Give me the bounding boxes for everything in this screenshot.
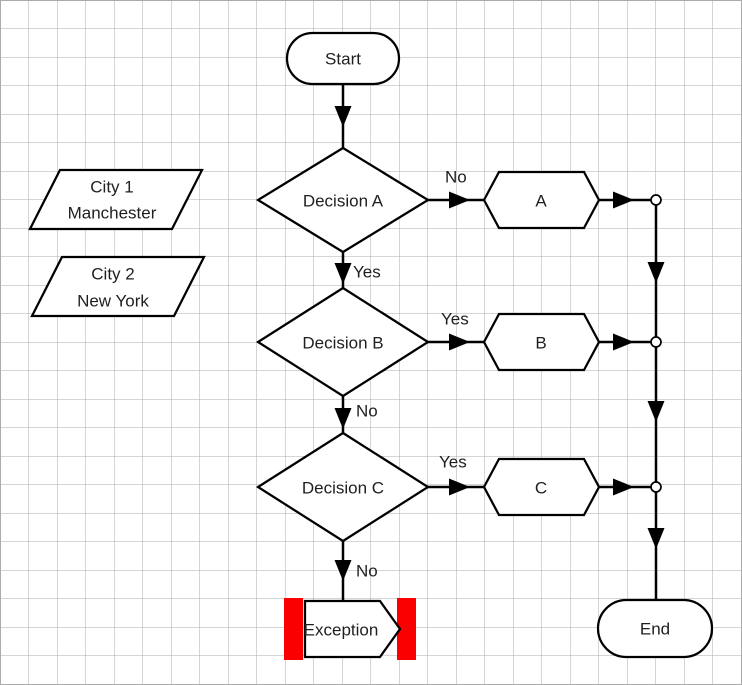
connector-process-c-to-junction-c[interactable] bbox=[599, 478, 651, 496]
node-process-c[interactable]: C bbox=[482, 457, 601, 517]
city-1-parallelogram-shape[interactable] bbox=[28, 168, 204, 231]
junction-dot-c bbox=[650, 481, 662, 493]
node-process-b[interactable]: B bbox=[482, 312, 601, 372]
edge-label-decision-b-no: No bbox=[356, 402, 378, 421]
decision-c-label: Decision C bbox=[302, 479, 384, 498]
exception-label: Exception bbox=[304, 621, 379, 640]
arrowhead-right-icon bbox=[613, 478, 634, 496]
arrowhead-right-icon bbox=[449, 333, 470, 351]
decision-b-label: Decision B bbox=[302, 334, 383, 353]
exception-right-red-bar bbox=[397, 598, 416, 660]
end-terminator-shape[interactable] bbox=[596, 598, 714, 659]
edge-label-decision-a-no: No bbox=[445, 168, 467, 187]
start-label: Start bbox=[325, 50, 361, 69]
city-2-parallelogram-shape[interactable] bbox=[30, 255, 206, 318]
edge-label-decision-c-yes: Yes bbox=[439, 453, 467, 472]
end-label: End bbox=[640, 620, 670, 639]
arrowhead-down-icon bbox=[647, 262, 665, 283]
decision-b-diamond-shape[interactable] bbox=[255, 286, 431, 398]
decision-a-label: Decision A bbox=[303, 192, 384, 211]
connector-decision-c-to-process-c[interactable]: Yes bbox=[428, 453, 484, 496]
node-decision-b[interactable]: Decision B bbox=[255, 286, 431, 398]
connector-process-a-to-junction-a[interactable] bbox=[599, 191, 651, 209]
process-a-label: A bbox=[535, 192, 547, 211]
process-c-label: C bbox=[535, 479, 547, 498]
connector-decision-b-to-process-b[interactable]: Yes bbox=[428, 310, 484, 351]
node-start[interactable]: Start bbox=[285, 31, 401, 86]
node-city-1[interactable]: City 1 Manchester bbox=[28, 168, 204, 231]
city-2-value: New York bbox=[77, 292, 149, 311]
connector-decision-c-to-exception[interactable]: No bbox=[334, 541, 378, 601]
arrowhead-down-icon bbox=[334, 408, 352, 429]
connector-junction-a-to-junction-b[interactable] bbox=[647, 205, 665, 337]
arrowhead-down-icon bbox=[334, 263, 352, 284]
node-exception[interactable]: Exception bbox=[284, 598, 416, 660]
arrowhead-right-icon bbox=[613, 191, 634, 209]
edge-label-decision-c-no: No bbox=[356, 562, 378, 581]
junction-dot-a bbox=[650, 194, 662, 206]
start-terminator-shape[interactable] bbox=[285, 31, 401, 86]
arrowhead-down-icon bbox=[647, 528, 665, 549]
process-b-hexagon-shape[interactable] bbox=[482, 312, 601, 372]
arrowhead-down-icon bbox=[647, 401, 665, 422]
city-1-value: Manchester bbox=[68, 204, 157, 223]
node-end[interactable]: End bbox=[596, 598, 714, 659]
connector-decision-b-to-decision-c[interactable]: No bbox=[334, 396, 378, 433]
node-decision-c[interactable]: Decision C bbox=[255, 431, 431, 543]
node-city-2[interactable]: City 2 New York bbox=[30, 255, 206, 318]
arrowhead-right-icon bbox=[449, 191, 470, 209]
process-b-label: B bbox=[535, 334, 546, 353]
arrowhead-right-icon bbox=[449, 478, 470, 496]
edge-label-decision-b-yes: Yes bbox=[441, 310, 469, 329]
exception-left-red-bar bbox=[284, 598, 303, 660]
exception-pentagon-shape[interactable] bbox=[303, 599, 402, 659]
connector-decision-a-to-decision-b[interactable]: Yes bbox=[334, 252, 381, 288]
city-1-title: City 1 bbox=[90, 178, 133, 197]
junction-dot-b bbox=[650, 336, 662, 348]
node-decision-a[interactable]: Decision A bbox=[255, 146, 431, 254]
connector-junction-b-to-junction-c[interactable] bbox=[647, 347, 665, 482]
connector-decision-a-to-process-a[interactable]: No bbox=[428, 168, 484, 209]
arrowhead-down-icon bbox=[334, 106, 352, 127]
decision-a-diamond-shape[interactable] bbox=[255, 146, 431, 254]
city-2-title: City 2 bbox=[91, 265, 134, 284]
arrowhead-right-icon bbox=[613, 333, 634, 351]
decision-c-diamond-shape[interactable] bbox=[255, 431, 431, 543]
edge-label-decision-a-yes: Yes bbox=[353, 263, 381, 282]
connector-start-to-decision-a[interactable] bbox=[334, 84, 352, 148]
connector-junction-c-to-end[interactable] bbox=[647, 492, 665, 600]
connector-process-b-to-junction-b[interactable] bbox=[599, 333, 651, 351]
process-a-hexagon-shape[interactable] bbox=[482, 170, 601, 230]
process-c-hexagon-shape[interactable] bbox=[482, 457, 601, 517]
arrowhead-down-icon bbox=[334, 560, 352, 581]
node-process-a[interactable]: A bbox=[482, 170, 601, 230]
